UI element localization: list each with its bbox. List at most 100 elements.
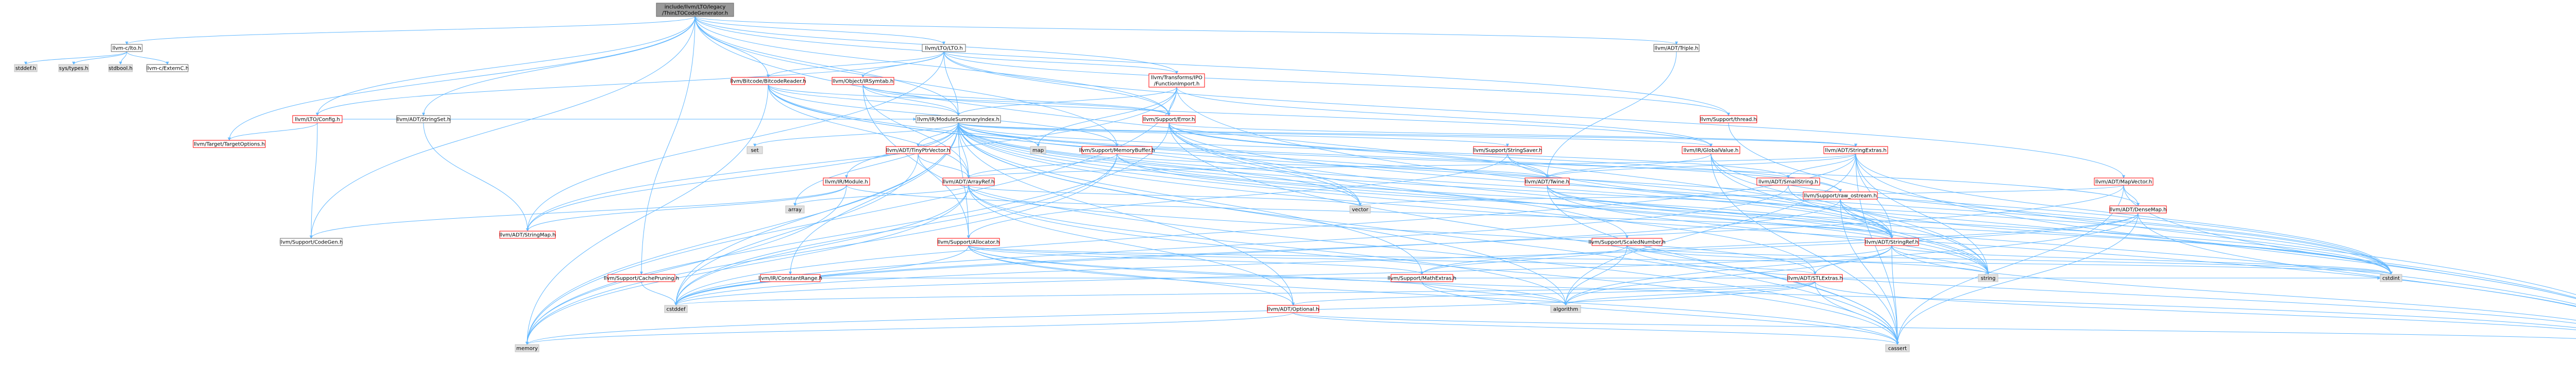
edge-bitcode-to-vector — [768, 84, 1362, 206]
node-label-allocator-0: llvm/Support/Allocator.h — [938, 240, 999, 246]
edge-allocator-to-mathextras — [968, 245, 1423, 275]
edge-scaled-to-mathextras — [1420, 245, 1628, 275]
edge-c_h-to-externc — [126, 51, 169, 65]
node-label-adtstringset-0: llvm/ADT/StringSet.h — [397, 117, 450, 123]
node-smallstring[interactable]: llvm/ADT/SmallString.h — [1756, 177, 1820, 186]
node-bitcode[interactable]: llvm/Bitcode/BitcodeReader.h — [730, 77, 806, 85]
node-constrange[interactable]: llvm/IR/ConstantRange.h — [758, 274, 822, 282]
edge-funcimport-to-stringmap — [526, 87, 1177, 232]
edge-summary-to-map — [958, 122, 1040, 147]
node-box-algorithm — [1550, 305, 1581, 313]
node-stringextras[interactable]: llvm/ADT/StringExtras.h — [1823, 146, 1888, 154]
node-box-adtstringset — [396, 115, 451, 123]
edge-funcimport-to-globalvalue — [1176, 87, 1713, 147]
edge-arrayref-to-cstddef — [674, 185, 969, 306]
node-rawostream[interactable]: llvm/Support/raw_ostream.h — [1803, 191, 1878, 200]
edge-arrayref-to-array — [793, 185, 969, 206]
node-label-scaled-0: llvm/Support/ScaledNumber.h — [1588, 240, 1666, 246]
node-box-smallstring — [1756, 177, 1820, 186]
node-box-thread — [1700, 115, 1757, 123]
node-box-optional — [1267, 305, 1319, 313]
node-irmodule[interactable]: llvm/IR/Module.h — [823, 177, 870, 186]
edge-irmodule-to-stringmap — [526, 185, 847, 232]
node-label-funcimport-1: /FunctionImport.h — [1154, 82, 1200, 87]
edge-lto-to-funcimport — [943, 51, 1178, 74]
node-error[interactable]: llvm/Support/Error.h — [1142, 115, 1196, 123]
node-mathextras[interactable]: llvm/Support/MathExtras.h — [1387, 274, 1456, 282]
node-thread[interactable]: llvm/Support/thread.h — [1700, 115, 1757, 123]
edge-scaled-to-algorithm — [1564, 245, 1628, 306]
node-allocator[interactable]: llvm/Support/Allocator.h — [937, 238, 1000, 246]
node-optional[interactable]: llvm/ADT/Optional.h — [1267, 305, 1319, 313]
node-box-cstdint — [2380, 274, 2402, 282]
edge-stlextras-to-memory — [526, 281, 1816, 345]
node-adtstringset[interactable]: llvm/ADT/StringSet.h — [396, 115, 451, 123]
node-label-densemap-0: llvm/ADT/DenseMap.h — [2110, 207, 2167, 213]
node-twine[interactable]: llvm/ADT/Twine.h — [1524, 177, 1570, 186]
node-triple[interactable]: llvm/ADT/Triple.h — [1653, 44, 1700, 52]
node-stlextras[interactable]: llvm/ADT/STLExtras.h — [1787, 274, 1843, 282]
edge-densemap-to-cstddef — [674, 213, 2139, 306]
node-globalvalue[interactable]: llvm/IR/GlobalValue.h — [1682, 146, 1740, 154]
edge-adtstringset-to-stringmap — [423, 122, 529, 232]
edge-stlextras-to-cstddef — [674, 281, 1816, 306]
node-box-triple — [1653, 44, 1700, 52]
edge-irsymtab-to-allocator — [862, 84, 970, 239]
node-label-stlextras-0: llvm/ADT/STLExtras.h — [1787, 276, 1843, 282]
edge-root-to-adtstringset — [422, 16, 696, 116]
node-box-stddef — [14, 64, 38, 72]
node-mapvector[interactable]: llvm/ADT/MapVector.h — [2094, 177, 2154, 186]
node-box-cassert — [1885, 344, 1910, 352]
node-irsymtab[interactable]: llvm/Object/IRSymtab.h — [832, 77, 894, 85]
edge-allocator-to-cstdint — [968, 245, 2393, 275]
node-label-cachepruning-0: llvm/Support/CachePruning.h — [604, 276, 679, 282]
edge-c_h-to-stddef — [24, 51, 127, 65]
node-densemap[interactable]: llvm/ADT/DenseMap.h — [2109, 205, 2167, 214]
edge-summary-to-arrayref — [958, 122, 970, 178]
node-funcimport[interactable]: llvm/Transforms/IPO/FunctionImport.h — [1148, 73, 1205, 88]
edge-irmodule-to-codegen — [310, 185, 847, 239]
node-root[interactable]: include/llvm/LTO/legacy/ThinLTOCodeGener… — [656, 3, 734, 17]
node-lto[interactable]: llvm/LTO/LTO.h — [922, 44, 966, 52]
node-c_h[interactable]: llvm-c/lto.h — [111, 44, 143, 52]
node-externc[interactable]: llvm-c/ExternC.h — [146, 64, 189, 72]
edge-arrayref-to-vector — [968, 185, 1362, 206]
node-box-memory — [515, 344, 539, 352]
node-stringsaver[interactable]: llvm/Support/StringSaver.h — [1473, 146, 1543, 154]
edge-stringref-to-cassert — [1891, 245, 1899, 345]
node-ltoconfig[interactable]: llvm/LTO/Config.h — [292, 115, 343, 123]
node-target[interactable]: llvm/Target/TargetOptions.h — [193, 140, 266, 148]
node-tinyptr[interactable]: llvm/ADT/TinyPtrVector.h — [886, 146, 951, 154]
node-label-arrayref-0: llvm/ADT/ArrayRef.h — [943, 180, 995, 185]
edge-stringextras-to-arrayref — [967, 153, 1856, 178]
edge-summary-to-constrange — [789, 122, 959, 275]
edge-error-to-string — [1168, 122, 1990, 275]
node-box-array — [785, 205, 805, 214]
edge-arrayref-to-algorithm — [968, 185, 1567, 306]
node-label-membuf-0: llvm/Support/MemoryBuffer.h — [1079, 148, 1155, 154]
node-scaled[interactable]: llvm/Support/ScaledNumber.h — [1588, 238, 1666, 246]
edge-stringextras-to-string — [1855, 153, 1990, 275]
node-label-triple-0: llvm/ADT/Triple.h — [1655, 46, 1699, 52]
node-stringref[interactable]: llvm/ADT/StringRef.h — [1865, 238, 1919, 246]
edge-stlextras-to-algorithm — [1564, 281, 1816, 306]
node-box-constrange — [760, 274, 821, 282]
edge-stringref-to-utility — [1891, 245, 2576, 321]
node-label-thread-0: llvm/Support/thread.h — [1700, 117, 1757, 123]
node-stdbool: stdbool.h — [108, 64, 133, 72]
node-cachepruning[interactable]: llvm/Support/CachePruning.h — [604, 274, 679, 282]
node-box-root — [656, 3, 734, 17]
edge-stringextras-to-cassert — [1855, 153, 1899, 345]
edge-arrayref-to-optional — [968, 185, 1295, 306]
edge-globalvalue-to-twine — [1546, 153, 1711, 178]
node-summary[interactable]: llvm/IR/ModuleSummaryIndex.h — [916, 115, 1001, 123]
node-membuf[interactable]: llvm/Support/MemoryBuffer.h — [1079, 146, 1155, 154]
node-arrayref[interactable]: llvm/ADT/ArrayRef.h — [942, 177, 995, 186]
node-codegen[interactable]: llvm/Support/CodeGen.h — [280, 238, 343, 246]
edge-twine-to-cassert — [1547, 185, 1899, 345]
edge-cachepruning-to-cstddef — [641, 281, 677, 306]
edge-irsymtab-to-arrayref — [862, 84, 970, 178]
node-box-summary — [916, 115, 1001, 123]
edge-funcimport-to-map — [1037, 87, 1177, 147]
node-stringmap[interactable]: llvm/ADT/StringMap.h — [499, 231, 556, 239]
